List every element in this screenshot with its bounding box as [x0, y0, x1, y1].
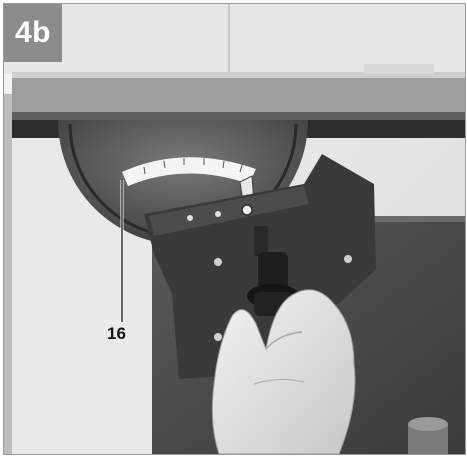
operator-hand	[211, 289, 356, 454]
degree-scale	[122, 157, 256, 186]
figure-badge: 4b	[4, 4, 62, 62]
figure-frame: 4b 16	[3, 3, 466, 455]
handwheel-knob	[258, 252, 288, 292]
callout-label-16: 16	[107, 324, 126, 343]
table-rail	[12, 72, 465, 118]
photo-miter-gauge-adjustment	[4, 4, 465, 454]
